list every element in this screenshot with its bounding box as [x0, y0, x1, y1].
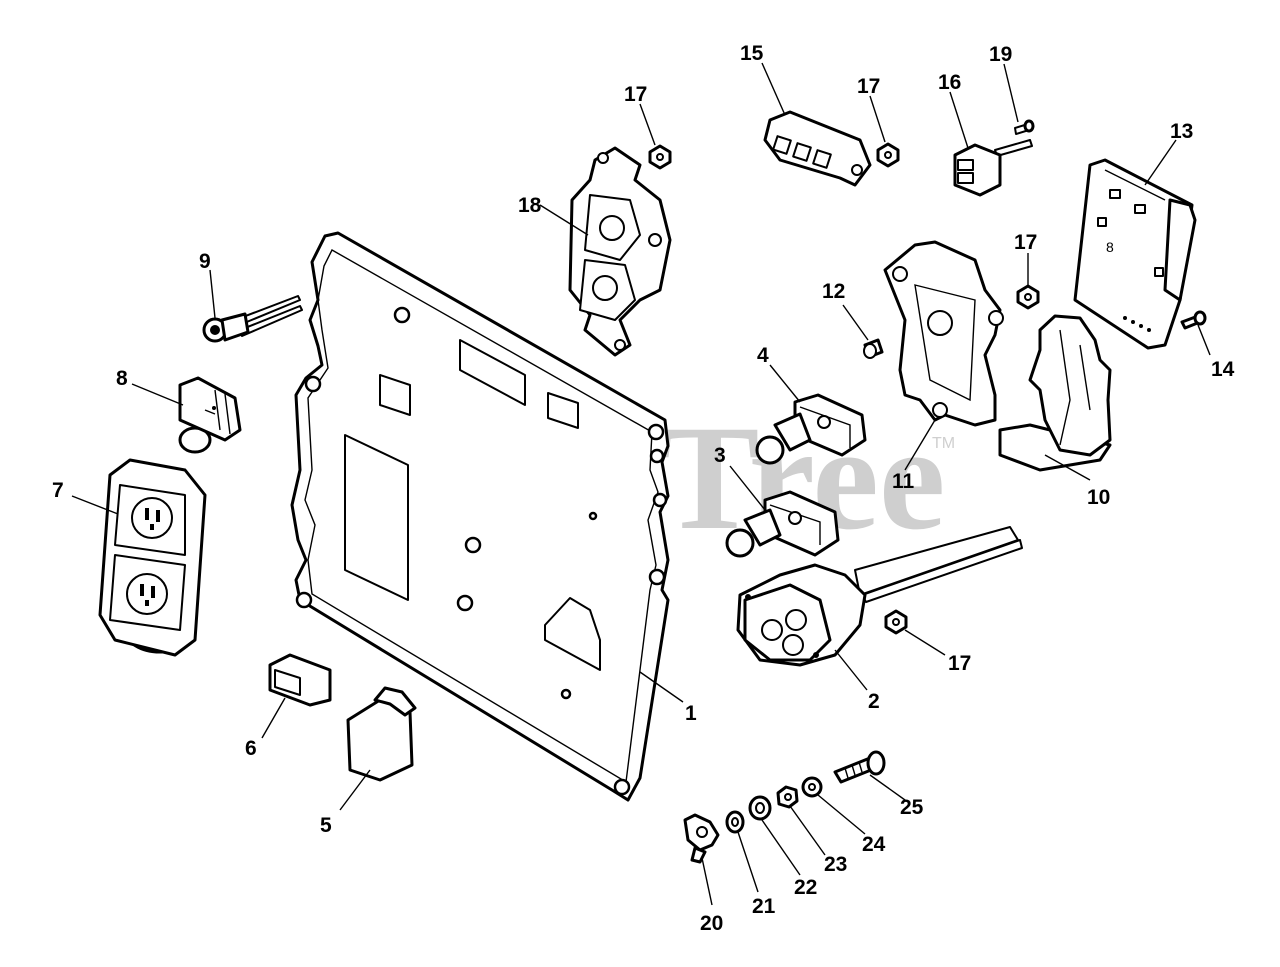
circuit-board: 8 — [1073, 158, 1197, 350]
bolt-25 — [833, 750, 886, 784]
callout-8: 8 — [116, 367, 128, 390]
callout-14: 14 — [1211, 358, 1235, 381]
screw-19 — [1014, 119, 1035, 135]
callout-13: 13 — [1170, 120, 1193, 143]
callout-5: 5 — [320, 814, 332, 837]
hex-nut-23 — [776, 785, 799, 809]
nut-17-d — [884, 609, 908, 635]
callouts: 1 2 3 4 5 6 7 8 9 10 11 12 13 14 15 16 1… — [52, 42, 1235, 935]
callout-25: 25 — [900, 796, 924, 819]
duplex-outlet-covered — [98, 458, 207, 657]
usb-port — [953, 139, 1033, 197]
callout-17-b: 17 — [857, 75, 880, 98]
callout-24: 24 — [862, 833, 886, 856]
callout-22: 22 — [794, 876, 817, 899]
lock-washer-24 — [801, 776, 823, 798]
callout-11: 11 — [892, 470, 915, 493]
outlet-cover — [346, 686, 417, 782]
rocker-switch — [268, 653, 332, 707]
duplex-receptacle — [568, 146, 672, 357]
callout-9: 9 — [199, 250, 211, 273]
callout-17-c: 17 — [1014, 231, 1037, 254]
circuit-breaker-upper — [755, 393, 867, 465]
wing-nut — [683, 813, 720, 864]
callout-15: 15 — [740, 42, 764, 65]
callout-17-a: 17 — [624, 83, 647, 106]
watermark-trademark: TM — [932, 435, 955, 452]
svg-text:8: 8 — [1106, 239, 1114, 255]
nut-17-a — [648, 144, 672, 170]
callout-18: 18 — [518, 194, 542, 217]
nut-17-b — [876, 142, 900, 168]
leader-lines — [71, 62, 1211, 906]
callout-4: 4 — [757, 344, 769, 367]
indicator-light — [202, 295, 303, 343]
callout-12: 12 — [822, 280, 845, 303]
callout-17-d: 17 — [948, 652, 971, 675]
callout-10: 10 — [1087, 486, 1110, 509]
callout-19: 19 — [989, 43, 1012, 66]
circuit-breaker-lower — [725, 490, 840, 558]
callout-21: 21 — [752, 895, 776, 918]
control-panel-plate — [290, 231, 670, 802]
callout-6: 6 — [245, 737, 257, 760]
mounting-bracket — [998, 314, 1112, 472]
callout-16: 16 — [938, 71, 961, 94]
pin — [863, 338, 884, 359]
mounting-frame — [883, 240, 1004, 427]
callout-7: 7 — [52, 479, 64, 502]
washer-21 — [725, 810, 745, 834]
callout-3: 3 — [714, 444, 726, 467]
callout-23: 23 — [824, 853, 847, 876]
screw-small — [1180, 310, 1207, 330]
twist-lock-receptacle — [736, 526, 1023, 667]
usb-cap — [178, 376, 242, 454]
washer-22 — [748, 795, 772, 821]
callout-1: 1 — [685, 702, 697, 725]
callout-2: 2 — [868, 690, 880, 713]
triple-receptacle — [763, 110, 872, 187]
nut-17-c — [1016, 284, 1040, 310]
callout-20: 20 — [700, 912, 723, 935]
